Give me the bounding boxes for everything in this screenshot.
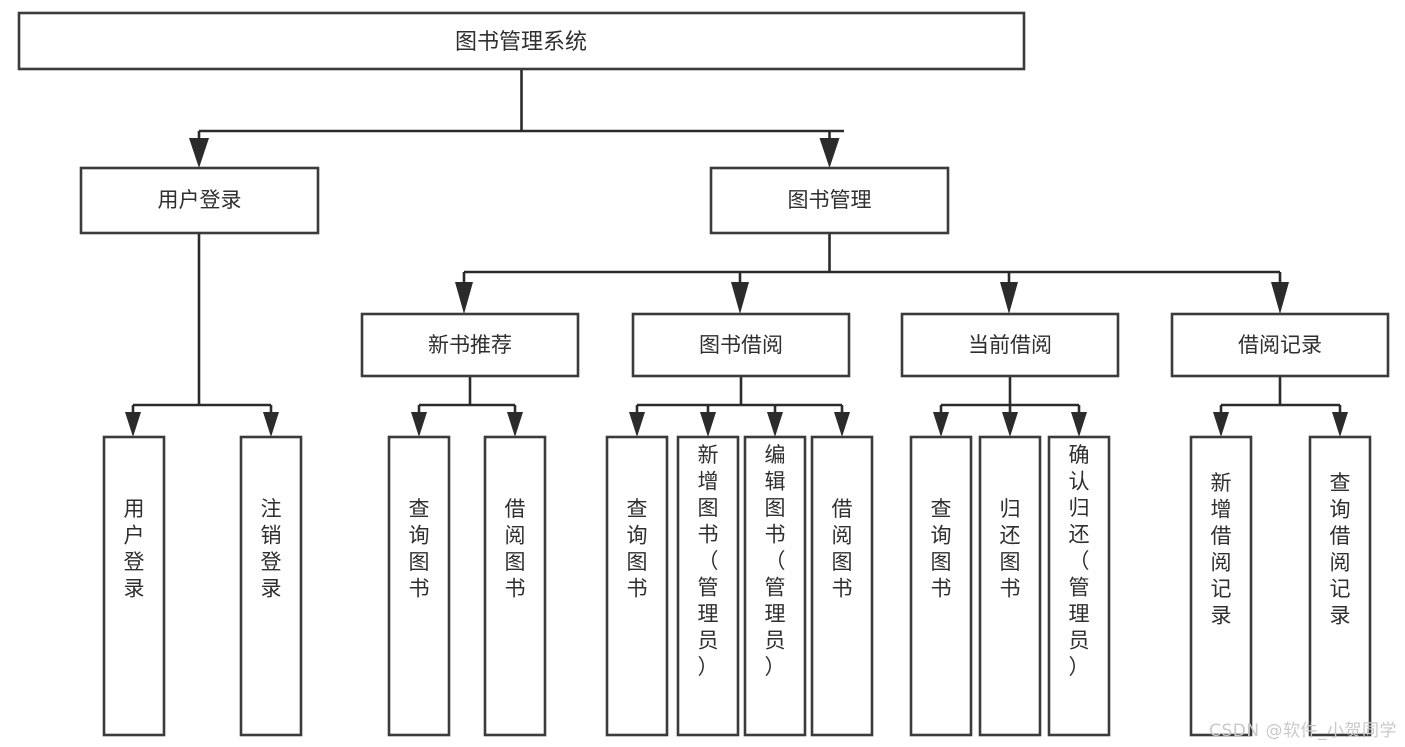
node-leaf-query-book-2-label: 查询图书 [627,497,648,601]
node-book-borrow-box[interactable] [631,312,851,378]
node-leaf-borrow-book-2-box[interactable] [810,435,874,737]
node-leaf-borrow-book-2[interactable]: 借阅图书 [810,435,874,737]
connectors-current-borrow-leaves [933,376,1087,437]
node-leaf-add-book-label: 新增图书（管理员） [698,443,719,679]
arrow-head-leaf-query-book-1 [411,412,427,437]
node-leaf-user-login-label: 用户登录 [124,497,145,601]
connectors-book-borrow-leaves [629,376,850,437]
node-leaf-query-book-2[interactable]: 查询图书 [605,435,669,737]
node-borrow-record-label: 借阅记录 [1238,333,1322,357]
node-new-book-recommend-box[interactable] [360,312,580,378]
arrow-head-current-borrow [1000,282,1018,314]
arrow-head-leaf-user-logout [263,412,279,437]
node-borrow-record[interactable]: 借阅记录 [1170,312,1390,378]
node-leaf-borrow-book-1-label: 借阅图书 [505,497,526,601]
node-leaf-borrow-book-2-label: 借阅图书 [832,497,853,601]
arrow-head-leaf-borrow-book-1 [507,412,523,437]
node-leaf-confirm-return[interactable]: 确认归还（管理员） [1047,435,1111,737]
node-leaf-add-book-box[interactable] [676,435,740,737]
node-leaf-user-logout-box[interactable] [239,435,303,737]
node-leaf-query-book-2-box[interactable] [605,435,669,737]
node-leaf-confirm-return-label: 确认归还（管理员） [1069,443,1090,679]
arrow-head-leaf-confirm-return [1071,412,1087,437]
arrow-head-book-manage [819,138,840,168]
node-current-borrow[interactable]: 当前借阅 [900,312,1120,378]
arrow-head-leaf-query-book-3 [933,412,949,437]
arrow-head-borrow-record [1271,282,1289,314]
arrow-head-leaf-edit-book [767,412,783,437]
arrow-head-leaf-query-book-2 [629,412,645,437]
node-leaf-return-book-label: 归还图书 [1000,497,1021,601]
node-leaf-query-book-3-label: 查询图书 [931,497,952,601]
node-user-login-label: 用户登录 [158,188,242,212]
node-book-manage-box[interactable] [709,166,950,235]
node-leaf-edit-book-box[interactable] [743,435,807,737]
node-leaf-confirm-return-box[interactable] [1047,435,1111,737]
node-leaf-query-book-3[interactable]: 查询图书 [909,435,973,737]
arrow-head-user-login [189,138,209,168]
node-user-login[interactable]: 用户登录 [79,166,320,235]
node-leaf-add-record[interactable]: 新增借阅记录 [1189,435,1253,737]
node-leaf-query-record-label: 查询借阅记录 [1330,471,1351,628]
node-leaf-borrow-book-1-box[interactable] [483,435,547,737]
node-new-book-recommend[interactable]: 新书推荐 [360,312,580,378]
node-root-label: 图书管理系统 [455,30,587,55]
node-book-borrow[interactable]: 图书借阅 [631,312,851,378]
arrow-head-new-book-recommend [455,282,473,314]
node-leaf-user-login[interactable]: 用户登录 [102,435,166,737]
connectors-user-login-leaves [125,233,279,437]
node-leaf-add-book[interactable]: 新增图书（管理员） [676,435,740,737]
arrow-head-book-borrow [731,282,749,314]
arrow-head-leaf-query-record [1332,412,1348,437]
node-leaf-add-record-box[interactable] [1189,435,1253,737]
node-leaf-edit-book[interactable]: 编辑图书（管理员） [743,435,807,737]
node-leaf-query-book-1-box[interactable] [387,435,451,737]
arrow-head-leaf-user-login [125,412,141,437]
node-leaf-add-record-label: 新增借阅记录 [1211,471,1232,628]
node-root-box[interactable] [17,11,1026,71]
node-leaf-user-login-box[interactable] [102,435,166,737]
node-leaf-query-book-1[interactable]: 查询图书 [387,435,451,737]
connectors-borrow-record-leaves [1213,376,1348,437]
node-leaf-query-book-3-box[interactable] [909,435,973,737]
arrow-head-leaf-return-book [1002,412,1018,437]
node-leaf-edit-book-label: 编辑图书（管理员） [765,443,786,679]
node-current-borrow-box[interactable] [900,312,1120,378]
node-leaf-return-book[interactable]: 归还图书 [978,435,1042,737]
node-new-book-recommend-label: 新书推荐 [428,333,512,357]
arrow-head-leaf-add-record [1213,412,1229,437]
node-leaf-return-book-box[interactable] [978,435,1042,737]
node-book-manage-label: 图书管理 [788,188,872,212]
node-leaf-query-record-box[interactable] [1308,435,1372,737]
node-leaf-query-book-1-label: 查询图书 [409,497,430,601]
node-leaf-user-logout[interactable]: 注销登录 [239,435,303,737]
arrow-head-leaf-add-book [700,412,716,437]
node-leaf-borrow-book-1[interactable]: 借阅图书 [483,435,547,737]
node-root[interactable]: 图书管理系统 [17,11,1026,71]
connectors-root-to-level2 [189,69,844,168]
node-book-borrow-label: 图书借阅 [699,333,783,357]
node-leaf-query-record[interactable]: 查询借阅记录 [1308,435,1372,737]
csdn-watermark: CSDN @软件_小贺同学 [1209,721,1397,741]
node-leaf-user-logout-label: 注销登录 [261,497,282,601]
connectors-book-manage-to-level3 [455,233,1289,314]
connectors-new-book-recommend-leaves [411,376,523,437]
node-book-manage[interactable]: 图书管理 [709,166,950,235]
node-user-login-box[interactable] [79,166,320,235]
node-borrow-record-box[interactable] [1170,312,1390,378]
arrow-head-leaf-borrow-book-2 [834,412,850,437]
node-current-borrow-label: 当前借阅 [968,333,1052,357]
